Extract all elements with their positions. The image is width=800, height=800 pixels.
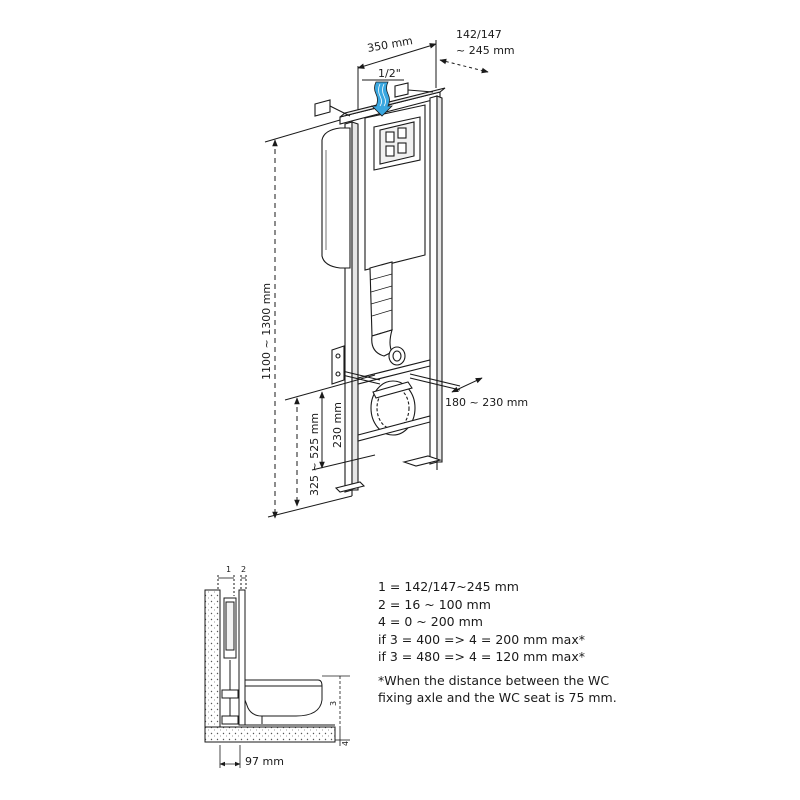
side-label-4: 4	[341, 741, 350, 746]
side-section-drawing	[204, 575, 350, 768]
legend-condition-2: if 3 = 480 => 4 = 120 mm max*	[378, 649, 585, 664]
side-label-2: 2	[241, 565, 246, 574]
frame-drawing	[314, 82, 461, 496]
side-label-1: 1	[226, 565, 231, 574]
legend-footnote: *When the distance between the WC fixing…	[378, 672, 638, 707]
dim-depth-label-2: ~ 245 mm	[456, 44, 515, 57]
legend-item-1: 1 = 142/147~245 mm	[378, 579, 519, 594]
legend-footnote-line-2: fixing axle and the WC seat is 75 mm.	[378, 690, 617, 705]
dim-fixing-height-label: 325 ~ 525 mm	[308, 413, 321, 496]
dim-width-label: 350 mm	[366, 34, 413, 55]
legend: 1 = 142/147~245 mm 2 = 16 ~ 100 mm 4 = 0…	[378, 578, 638, 707]
dim-depth-label-1: 142/147	[456, 28, 502, 41]
legend-condition-1: if 3 = 400 => 4 = 200 mm max*	[378, 631, 585, 647]
legend-footnote-line-1: *When the distance between the WC	[378, 672, 610, 688]
side-dim-bottom-label: 97 mm	[245, 755, 284, 768]
water-inlet-lines	[378, 83, 386, 107]
dim-drain-spacing-label: 180 ~ 230 mm	[445, 396, 528, 409]
legend-item-4: 4 = 0 ~ 200 mm	[378, 614, 483, 629]
dim-water-inlet-label: 1/2"	[378, 67, 401, 80]
side-label-3: 3	[329, 701, 338, 706]
dim-drain-height-label: 230 mm	[331, 402, 344, 448]
water-inlet-arrow-icon	[371, 81, 393, 117]
dim-height-label: 1100 ~ 1300 mm	[260, 283, 273, 380]
dimension-lines	[264, 40, 489, 519]
legend-item-2: 2 = 16 ~ 100 mm	[378, 596, 491, 612]
